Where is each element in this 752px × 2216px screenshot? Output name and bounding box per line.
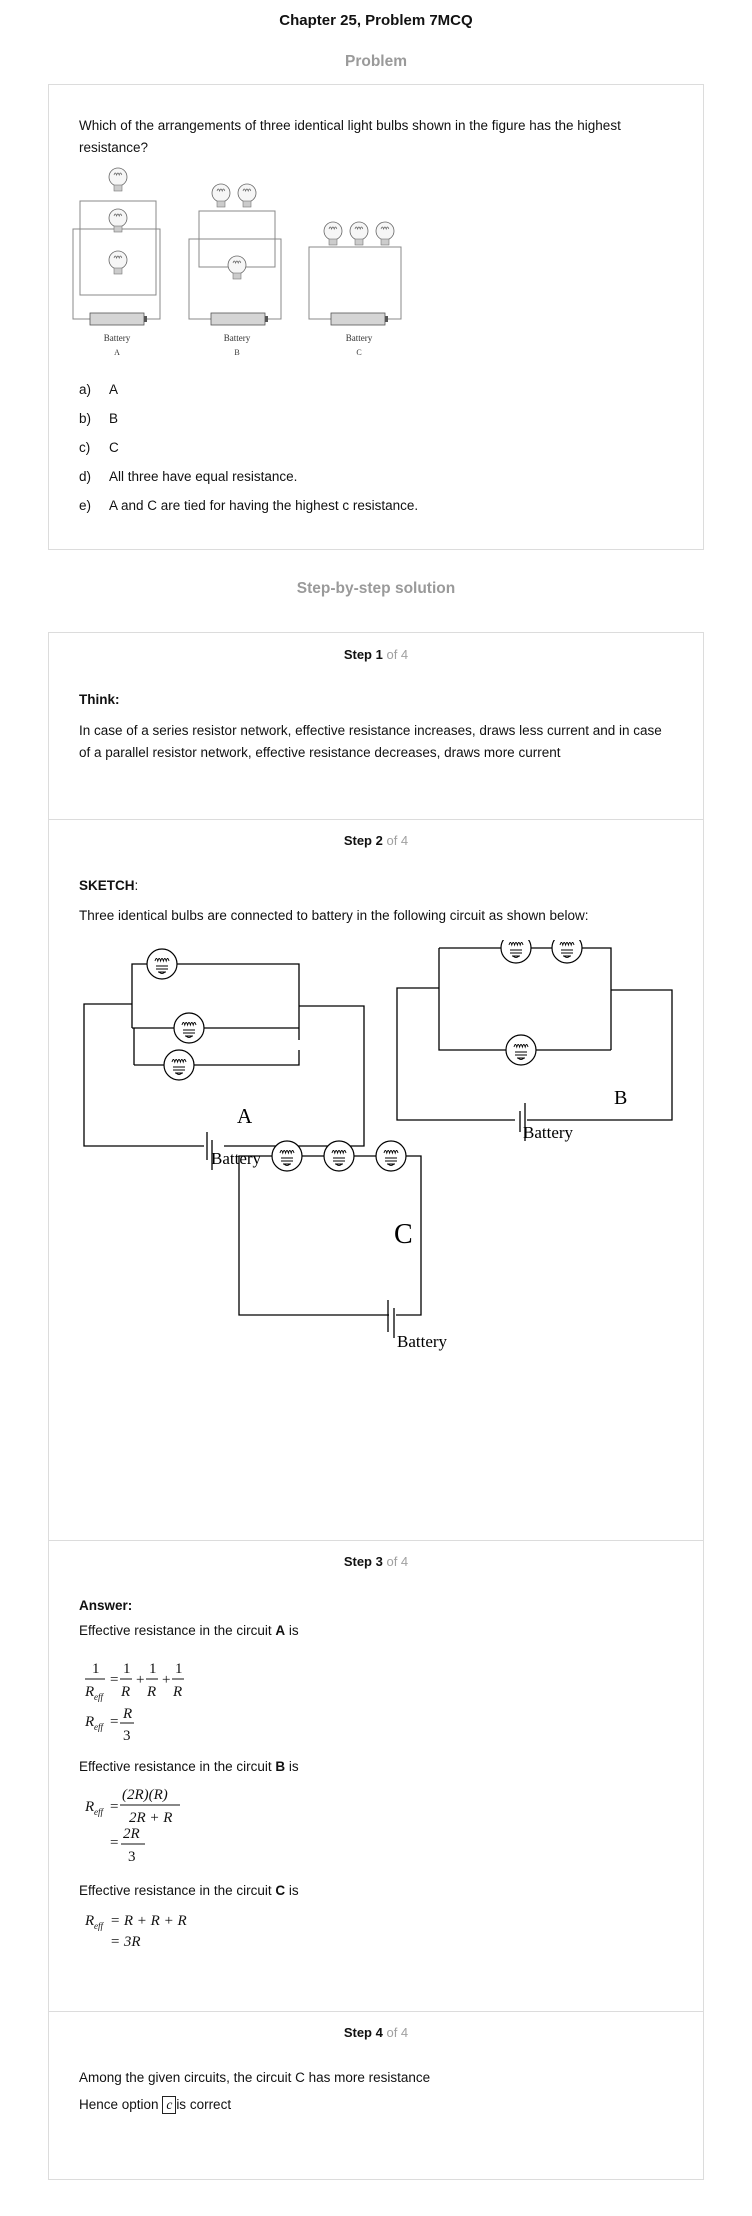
battery-icon <box>330 312 389 326</box>
svg-text:R: R <box>84 1799 94 1815</box>
svg-text:eff: eff <box>94 1807 104 1817</box>
bulb-icon <box>375 221 395 246</box>
bulb-icon <box>505 1034 537 1066</box>
question-text: Which of the arrangements of three ident… <box>79 118 621 155</box>
sketch-label-b: B <box>614 1087 627 1109</box>
svg-text:eff: eff <box>94 1722 104 1732</box>
svg-text:(2R)(R): (2R)(R) <box>122 1787 168 1803</box>
bulb-icon <box>349 221 369 246</box>
figure-label-battery-b: Battery <box>224 333 251 343</box>
step-2-text: Three identical bulbs are connected to b… <box>79 908 589 923</box>
step-1-heading: Step 1 of 4 <box>343 647 409 662</box>
bulb-icon <box>173 1012 205 1044</box>
sketch-circuit-a <box>83 963 365 1147</box>
answer-box: c <box>162 2096 177 2114</box>
bulb-icon <box>375 1140 407 1172</box>
svg-text:1: 1 <box>149 1661 157 1677</box>
svg-text:=: = <box>110 1799 118 1815</box>
sketch-battery-label-a: Battery <box>211 1149 262 1168</box>
figure-label-b: B <box>234 348 239 357</box>
problem-section-heading: Problem <box>344 53 407 70</box>
bulb-icon <box>227 255 247 280</box>
svg-text:2R + R: 2R + R <box>129 1810 172 1826</box>
svg-text:=: = <box>110 1714 118 1730</box>
svg-text:eff: eff <box>94 1692 104 1702</box>
bulb-icon <box>323 1140 355 1172</box>
figure-label-battery-a: Battery <box>104 333 131 343</box>
figure-label-a: A <box>114 348 120 357</box>
svg-text:= R + R + R: = R + R + R <box>110 1913 187 1929</box>
svg-text:+: + <box>162 1672 170 1688</box>
sketch-figure: A Battery B Battery C Battery <box>83 940 673 1351</box>
svg-text:1: 1 <box>123 1661 131 1677</box>
bulb-icon <box>108 167 128 192</box>
step-3-circuit-a-text: Effective resistance in the circuit A is <box>79 1623 299 1638</box>
sketch-battery-label-b: Battery <box>523 1123 574 1142</box>
svg-text:1: 1 <box>175 1661 183 1677</box>
option-b[interactable]: b)B <box>79 411 119 426</box>
bulb-icon <box>500 940 532 964</box>
bulb-icon <box>108 250 128 275</box>
step-3-circuit-c-text: Effective resistance in the circuit C is <box>79 1883 299 1898</box>
option-a[interactable]: a)A <box>79 382 119 397</box>
svg-text:R: R <box>120 1684 130 1700</box>
problem-figure: Battery A Battery B Battery C <box>72 167 402 357</box>
equation-b: R eff = (2R)(R) 2R + R = 2R 3 <box>84 1787 180 1865</box>
sketch-label-c: C <box>394 1219 413 1250</box>
step-3-card: Step 3 of 4 Answer: Effective resistance… <box>48 1540 704 2012</box>
sketch-battery-label-c: Battery <box>397 1332 448 1351</box>
svg-text:=: = <box>110 1672 118 1688</box>
step-3-circuit-b-text: Effective resistance in the circuit B is <box>79 1759 299 1774</box>
step-2-sketch-label: SKETCH <box>79 878 135 893</box>
bulb-icon <box>163 1049 195 1081</box>
equation-c: R eff = R + R + R = 3R <box>84 1913 187 1950</box>
problem-card: Which of the arrangements of three ident… <box>48 84 704 550</box>
svg-text:R: R <box>84 1684 94 1700</box>
svg-text:+: + <box>136 1672 144 1688</box>
step-2-card: Step 2 of 4 SKETCH: Three identical bulb… <box>48 819 704 1541</box>
svg-text:R: R <box>84 1913 94 1929</box>
step-1-think-label: Think: <box>79 692 120 707</box>
step-4-heading: Step 4 of 4 <box>343 2025 409 2040</box>
svg-text:3: 3 <box>128 1849 136 1865</box>
svg-text:R: R <box>172 1684 182 1700</box>
bulb-icon <box>146 948 178 980</box>
option-e[interactable]: e)A and C are tied for having the highes… <box>79 498 419 513</box>
step-3-heading: Step 3 of 4 <box>343 1554 409 1569</box>
svg-text:1: 1 <box>92 1661 100 1677</box>
equation-a: 1 R eff = 1 R + 1 R + 1 R R eff = R 3 <box>84 1661 184 1744</box>
solution-section-heading: Step-by-step solution <box>296 580 456 597</box>
battery-icon <box>210 312 269 326</box>
svg-text:2R: 2R <box>123 1826 140 1842</box>
bulb-icon <box>323 221 343 246</box>
svg-text:eff: eff <box>94 1921 104 1931</box>
bulb-icon <box>551 940 583 964</box>
option-d[interactable]: d)All three have equal resistance. <box>79 469 298 484</box>
step-4-card: Step 4 of 4 Among the given circuits, th… <box>48 2011 704 2180</box>
bulb-icon <box>271 1140 303 1172</box>
step-3-answer-label: Answer: <box>79 1598 133 1613</box>
sketch-circuit-b <box>396 947 673 1141</box>
bulb-icon <box>237 183 257 208</box>
battery-icon <box>89 312 148 326</box>
page-title: Chapter 25, Problem 7MCQ <box>279 12 473 29</box>
svg-text:R: R <box>122 1706 132 1722</box>
figure-label-c: C <box>356 348 361 357</box>
step-4-text: Among the given circuits, the circuit C … <box>79 2070 431 2085</box>
svg-text:R: R <box>146 1684 156 1700</box>
sketch-label-a: A <box>237 1104 253 1128</box>
step-1-text: In case of a series resistor network, ef… <box>79 723 662 760</box>
svg-text:3: 3 <box>123 1728 131 1744</box>
figure-circuit-c <box>308 246 402 320</box>
step-1-card: Step 1 of 4 Think: In case of a series r… <box>48 632 704 820</box>
figure-label-battery-c: Battery <box>346 333 373 343</box>
step-2-heading: Step 2 of 4 <box>343 833 409 848</box>
svg-text:=: = <box>110 1835 118 1851</box>
sketch-circuit-c <box>238 1155 422 1338</box>
option-c[interactable]: c)C <box>79 440 119 455</box>
bulb-icon <box>211 183 231 208</box>
svg-text:= 3R: = 3R <box>110 1934 141 1950</box>
svg-text:R: R <box>84 1714 94 1730</box>
